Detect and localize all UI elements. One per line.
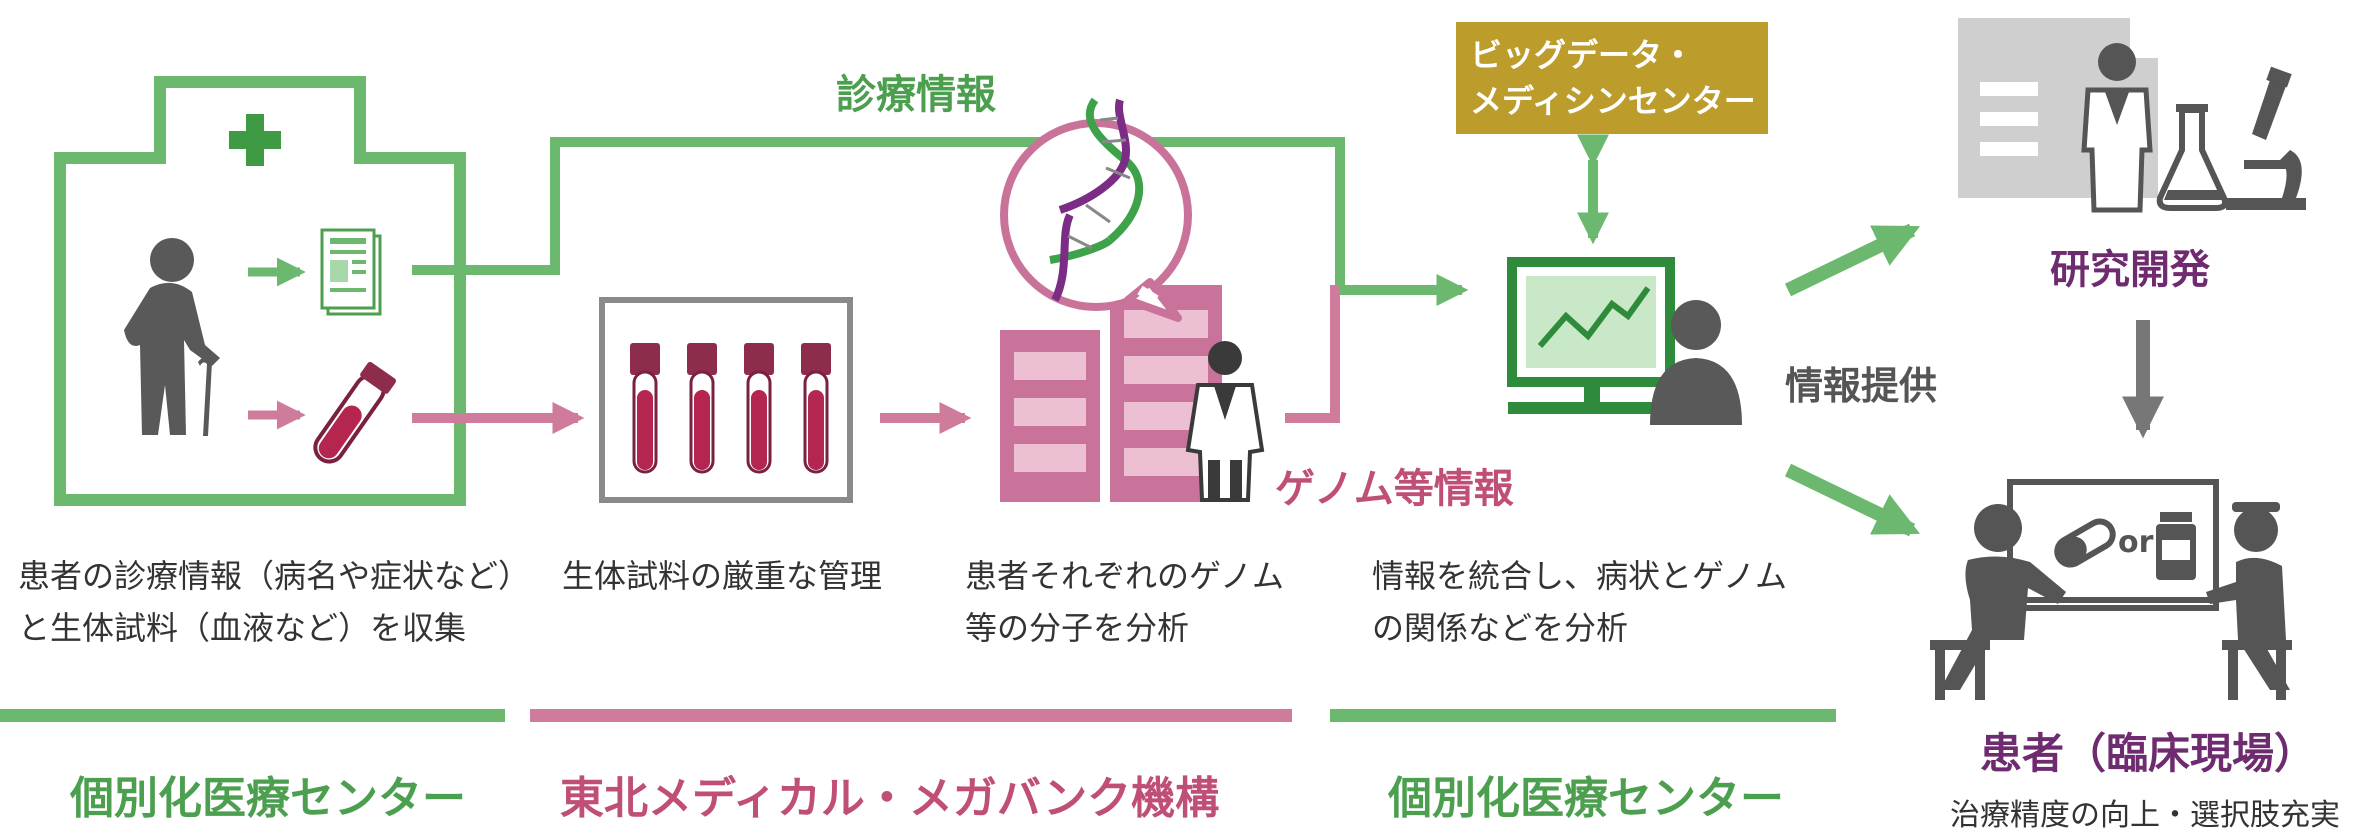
caption-collect-line-2: と生体試料（血液など）を収集 <box>18 609 467 647</box>
footer-bar-right <box>1330 709 1836 722</box>
clinical-info-label: 診療情報 <box>836 72 996 118</box>
caption-strict-mgmt: 生体試料の厳重な管理 <box>562 557 883 595</box>
footer-right-label: 個別化医療センター <box>1388 773 1784 824</box>
flask-icon <box>2156 104 2228 211</box>
computer-chart-icon <box>1507 257 1698 414</box>
badge-line-1: ビッグデータ・ <box>1470 36 1695 74</box>
clinical-info-arrow <box>412 137 1469 307</box>
badge-line-2: メディシンセンター <box>1470 82 1756 120</box>
footer-left-label: 個別化医療センター <box>70 773 466 824</box>
genome-info-line <box>1285 285 1340 423</box>
caption-collect: 患者の診療情報（病名や症状など） と生体試料（血液など）を収集 <box>18 550 530 654</box>
caption-analyze-line-1: 患者それぞれのゲノム <box>965 557 1285 595</box>
patient-clinic-label: 患者（臨床現場） <box>1980 729 2317 778</box>
blood-tube-icon <box>313 361 397 464</box>
medical-cross-icon <box>229 114 281 166</box>
footer-bar-middle <box>530 709 1292 722</box>
blood-tube-rack-icon <box>599 297 853 503</box>
big-data-medicine-center-badge: ビッグデータ・ メディシンセンター <box>1456 22 1768 134</box>
analyst-icon <box>1650 300 1742 425</box>
genome-info-label: ゲノム等情報 <box>1275 466 1514 512</box>
patient-icon <box>2206 502 2292 700</box>
dna-helix-icon <box>1000 97 1193 322</box>
patient-benefit-label: 治療精度の向上・選択肢充実 <box>1950 798 2340 833</box>
doctor-icon <box>1930 504 2066 700</box>
caption-integrate: 情報を統合し、病状とゲノム の関係などを分析 <box>1372 550 1787 654</box>
hospital-outline <box>54 76 466 506</box>
to-patient-arrow <box>1784 463 1921 537</box>
caption-integrate-line-2: の関係などを分析 <box>1372 609 1629 647</box>
researcher-icon <box>1185 341 1265 502</box>
footer-middle-label: 東北メディカル・メガバンク機構 <box>560 773 1220 824</box>
scientist-icon <box>2081 43 2153 213</box>
or-label: or <box>2118 525 2154 560</box>
caption-collect-line-1: 患者の診療情報（病名や症状など） <box>18 557 531 595</box>
pill-icon <box>2054 518 2116 568</box>
to-research-arrow <box>1784 223 1921 297</box>
microscope-icon <box>2226 66 2306 210</box>
research-dev-label: 研究開発 <box>2050 247 2210 293</box>
elderly-person-icon <box>124 238 220 436</box>
medicine-bottle-icon <box>2156 512 2196 580</box>
caption-analyze: 患者それぞれのゲノム 等の分子を分析 <box>965 550 1284 654</box>
caption-integrate-line-1: 情報を統合し、病状とゲノム <box>1372 557 1788 595</box>
genome-lab-building-icon <box>1000 285 1222 502</box>
info-provision-label: 情報提供 <box>1785 364 1938 408</box>
medical-record-icon <box>320 228 382 316</box>
caption-analyze-line-2: 等の分子を分析 <box>965 609 1190 647</box>
footer-bar-left <box>0 709 505 722</box>
